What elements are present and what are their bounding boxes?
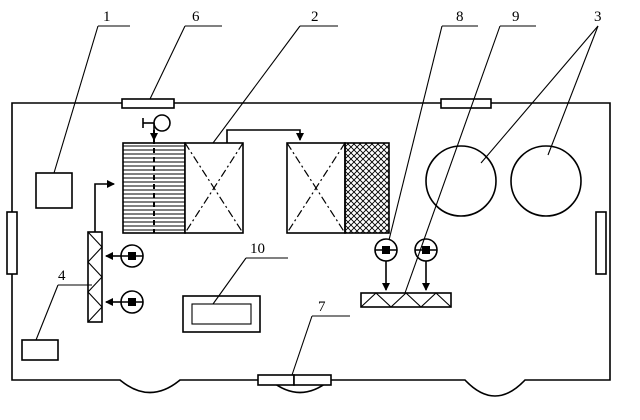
leader-line-6: [149, 25, 186, 100]
component-2-chamber-diag-b: [184, 142, 244, 234]
component-2b-filter-crosshatched: [344, 142, 390, 234]
component-2b-chamber-diag-b: [286, 142, 346, 234]
component-3-tank-right: [510, 145, 582, 217]
leader-line-3-a: [480, 25, 599, 164]
top-window-right: [440, 98, 492, 109]
leader-line-9: [404, 25, 501, 294]
leader-line-8: [388, 25, 443, 241]
room-outline: [11, 102, 611, 397]
component-4-box: [21, 339, 59, 361]
label-8: 8: [456, 9, 464, 25]
label-3: 3: [594, 9, 602, 25]
left-pump-upper-core: [128, 252, 136, 260]
right-pump-left-core: [382, 246, 390, 254]
label-1: 1: [103, 9, 111, 25]
leader-line-3-b: [547, 25, 599, 156]
leader-line-7: [291, 315, 313, 376]
chamber-link-arrow: [226, 129, 304, 143]
left-conveyor-truss: [87, 231, 103, 323]
label-6: 6: [192, 9, 200, 25]
component-9-truss: [360, 292, 452, 308]
left-wall-window: [6, 211, 18, 275]
leader-line-1: [53, 25, 99, 174]
leader-line-10: [212, 257, 247, 305]
top-window-left: [121, 98, 175, 109]
label-10: 10: [250, 241, 265, 257]
bottom-door-right-leaf: [293, 374, 332, 386]
label-2: 2: [311, 9, 319, 25]
component-10-inner-frame: [191, 303, 252, 325]
component-3-tank-left: [425, 145, 497, 217]
leader-line-4: [35, 284, 59, 341]
component-10-outer-frame: [182, 295, 261, 333]
left-pump-lower-core: [128, 298, 136, 306]
leader-line-2: [212, 25, 301, 144]
left-conveyor-feed-arrow: [94, 180, 115, 232]
label-9: 9: [512, 9, 520, 25]
bottom-door-left-leaf: [257, 374, 295, 386]
label-7: 7: [318, 299, 326, 315]
fan-icon: [153, 114, 171, 132]
right-wall-window: [595, 211, 607, 275]
component-1-box: [35, 172, 73, 209]
label-4: 4: [58, 268, 66, 284]
right-pump-right-core: [422, 246, 430, 254]
